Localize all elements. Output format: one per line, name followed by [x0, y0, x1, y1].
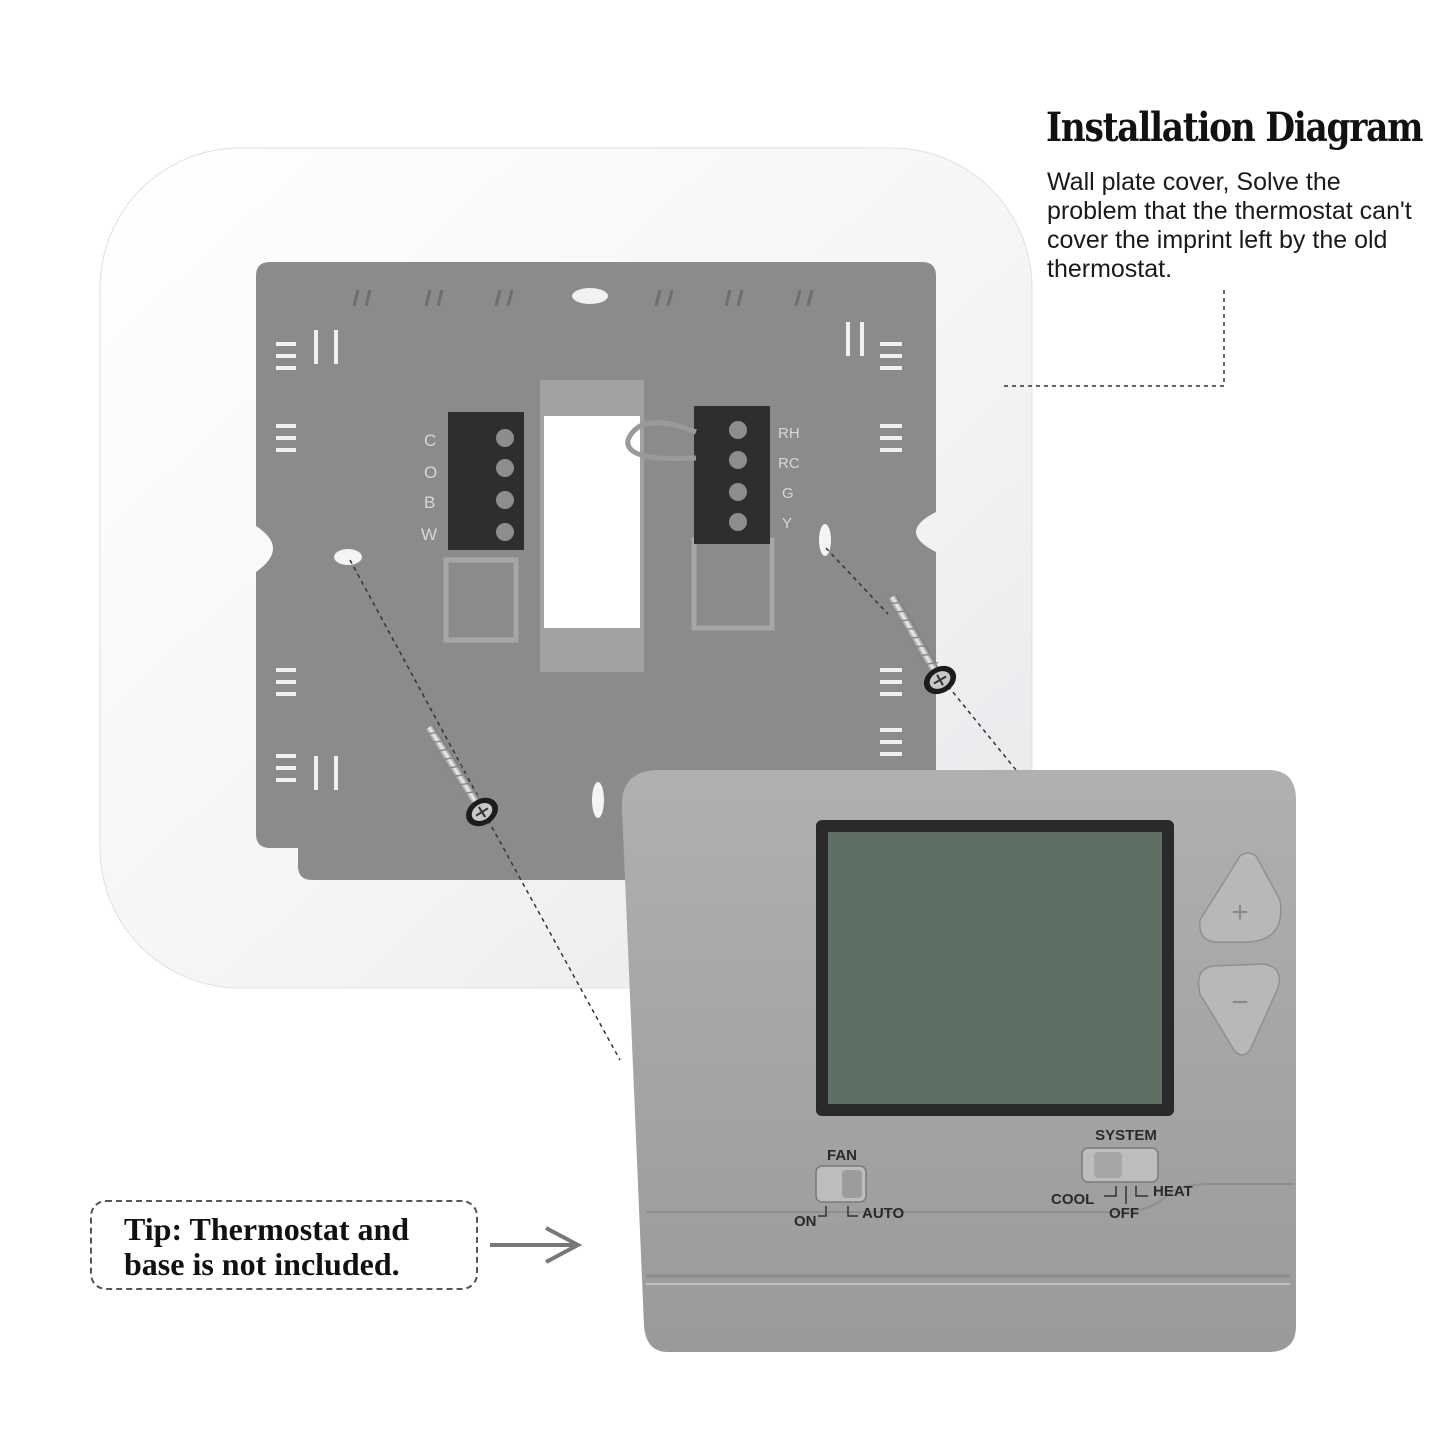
fan-switch[interactable]: FAN ON AUTO [794, 1147, 905, 1230]
center-opening [544, 416, 640, 628]
mounting-hole-bottom [592, 782, 604, 818]
terminal-label: RH [778, 425, 800, 442]
system-heat-label: HEAT [1153, 1183, 1193, 1200]
system-label: SYSTEM [1095, 1127, 1157, 1144]
system-cool-label: COOL [1051, 1191, 1094, 1208]
tip-arrow-icon [490, 1226, 583, 1264]
vent-slits-left [276, 330, 338, 790]
terminal-label: G [782, 485, 794, 502]
screw-right [887, 594, 957, 695]
terminal-label: Y [782, 515, 792, 532]
vent-slits-top [352, 289, 814, 307]
vent-slits-right [846, 322, 902, 756]
minus-icon: − [1231, 986, 1249, 1019]
terminal-label: O [424, 463, 437, 482]
system-switch[interactable]: SYSTEM COOL OFF HEAT [1051, 1127, 1193, 1222]
jumper-wire [625, 420, 697, 462]
mounting-hole-left [334, 549, 362, 565]
guide-lines [349, 290, 1225, 1061]
thermostat-unit: + − FAN ON AUTO SYSTEM COOL OFF HEAT [621, 770, 1296, 1352]
tip-box: Tip: Thermostat and base is not included… [90, 1200, 478, 1290]
terminal-labels-left: C O B W [421, 431, 437, 544]
fan-label: FAN [827, 1147, 857, 1164]
terminal-labels-right: RH RC G Y [778, 425, 800, 532]
terminal-label: RC [778, 455, 800, 472]
terminal-label: W [421, 525, 437, 544]
thermostat-base-plate: C O B W RH RC G Y [256, 262, 936, 880]
fan-on-label: ON [794, 1213, 817, 1230]
fan-auto-label: AUTO [862, 1205, 905, 1222]
terminal-block-left [448, 412, 524, 550]
diagram-title: Installation Diagram [1046, 104, 1424, 151]
system-off-label: OFF [1109, 1205, 1139, 1222]
terminal-block-right [694, 406, 770, 544]
diagram-description: Wall plate cover, Solve the problem that… [1047, 168, 1412, 283]
terminal-label: B [424, 493, 435, 512]
temperature-up-button[interactable]: + [1199, 852, 1282, 943]
plus-icon: + [1231, 896, 1249, 929]
temperature-down-button[interactable]: − [1197, 963, 1280, 1056]
screw-left [424, 724, 498, 827]
mounting-hole-right [819, 524, 831, 556]
lcd-screen [828, 832, 1162, 1104]
terminal-label: C [424, 431, 436, 450]
